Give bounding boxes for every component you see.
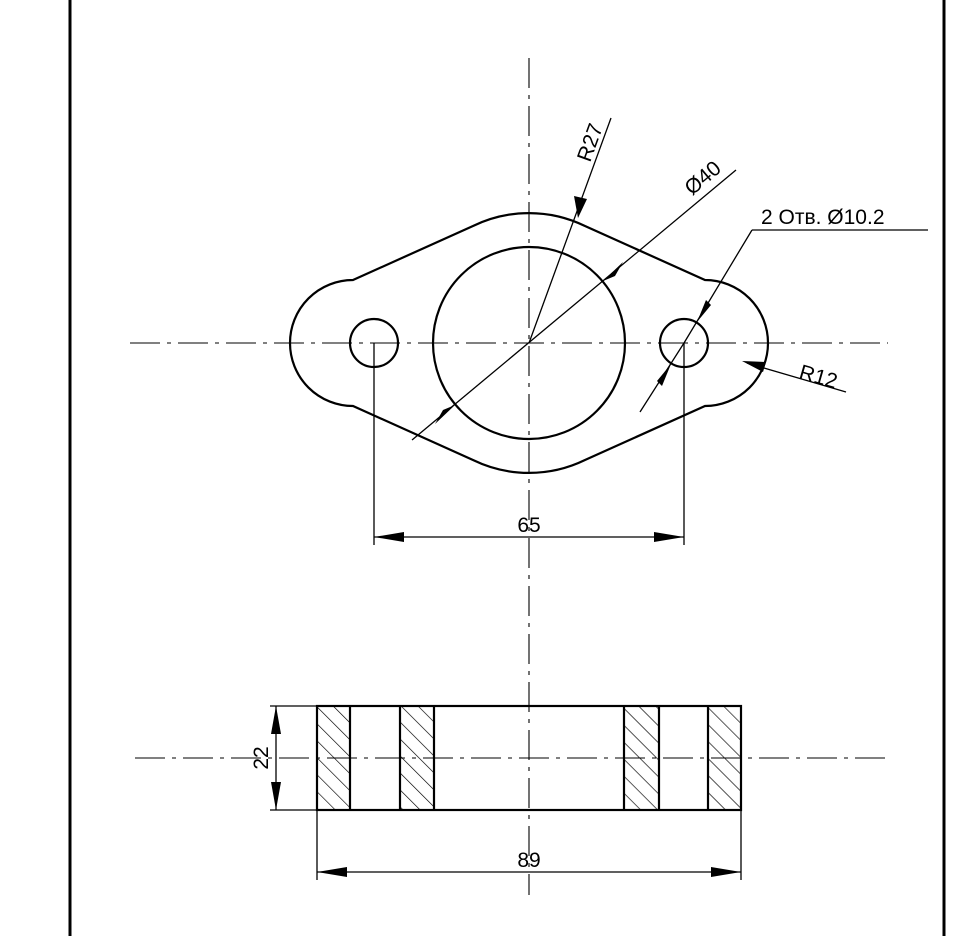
r27-arrowhead bbox=[574, 196, 587, 218]
dim-r27-label: R27 bbox=[573, 121, 608, 165]
dim-22-arrow-top bbox=[271, 706, 281, 734]
dim-r12-label: R12 bbox=[797, 361, 840, 394]
d40-arrowhead-upper bbox=[603, 262, 623, 281]
dim-89-label: 89 bbox=[517, 849, 540, 872]
r27-leader bbox=[528, 117, 612, 344]
dim-65-arrow-left bbox=[374, 532, 404, 542]
hatch-region-3 bbox=[624, 706, 659, 810]
hatch-region-1 bbox=[317, 706, 350, 810]
dim-89-arrow-left bbox=[317, 867, 347, 877]
dim-22-label: 22 bbox=[250, 746, 273, 769]
section-view: 22 89 bbox=[135, 704, 890, 880]
dim-65-label: 65 bbox=[517, 514, 540, 537]
d40-leader bbox=[411, 169, 737, 441]
dim-89-arrow-right bbox=[711, 867, 741, 877]
holes-leader-upper bbox=[683, 229, 753, 344]
dim-65-arrow-right bbox=[654, 532, 684, 542]
dim-d40-label: Ø40 bbox=[680, 157, 725, 200]
holes-arrowhead-upper bbox=[697, 300, 711, 322]
dim-22-arrow-bottom bbox=[271, 782, 281, 810]
d40-arrowhead-lower bbox=[435, 405, 455, 424]
hatch-region-4 bbox=[708, 706, 741, 810]
center-bore-circle bbox=[431, 245, 627, 441]
r12-arrowhead bbox=[742, 361, 766, 372]
hatch-region-2 bbox=[400, 706, 434, 810]
dim-holes-label: 2 Отв. Ø10.2 bbox=[761, 206, 885, 229]
flange-outline bbox=[288, 212, 770, 474]
section-outline bbox=[315, 704, 743, 812]
holes-arrowhead-lower bbox=[657, 364, 671, 386]
